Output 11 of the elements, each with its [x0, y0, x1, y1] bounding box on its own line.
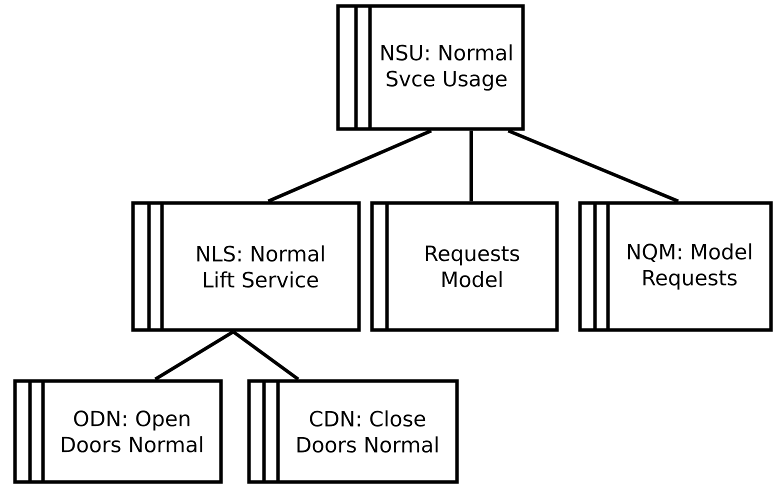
connector-line: [268, 129, 432, 203]
module-box: Requests Model: [370, 201, 559, 332]
connector-line: [470, 130, 473, 202]
connector-line: [508, 129, 679, 203]
connector-line: [232, 330, 300, 381]
connector-line: [154, 330, 234, 381]
module-box: NSU: Normal Svce Usage: [336, 4, 525, 131]
module-box: ODN: Open Doors Normal: [13, 379, 223, 484]
module-box: NQM: Model Requests: [578, 201, 773, 332]
module-box: CDN: Close Doors Normal: [247, 379, 459, 484]
module-box: NLS: Normal Lift Service: [131, 201, 361, 332]
